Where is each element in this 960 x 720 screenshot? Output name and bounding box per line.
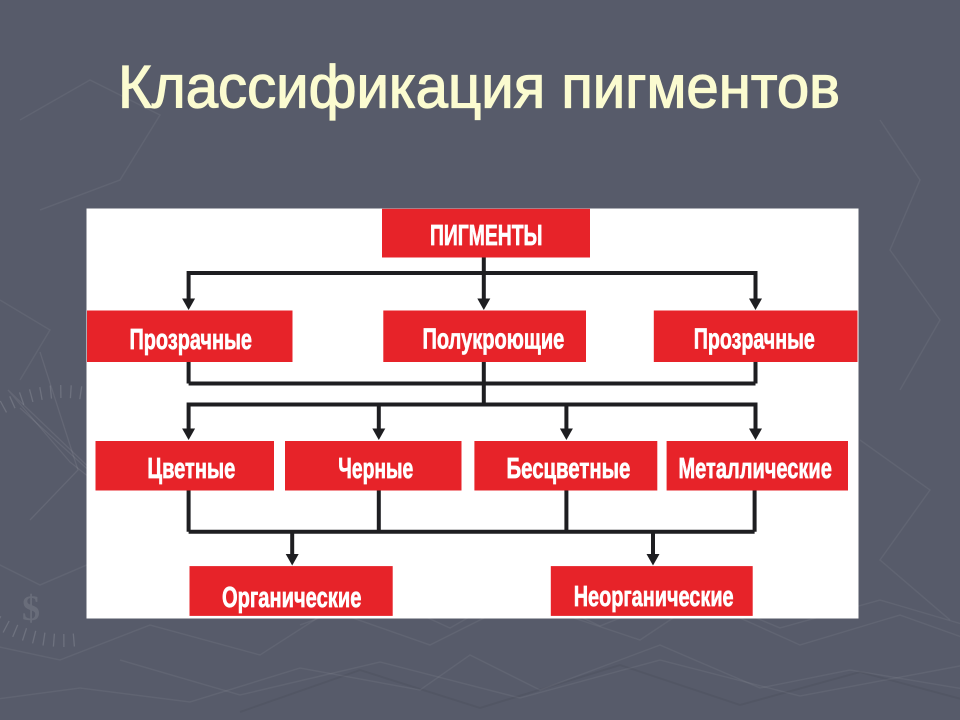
svg-text:Органические: Органические [222, 583, 361, 614]
svg-text:Черные: Черные [338, 453, 413, 485]
svg-text:Неорганические: Неорганические [574, 582, 734, 613]
svg-text:Прозрачные: Прозрачные [694, 324, 815, 355]
svg-text:Полукроющие: Полукроющие [423, 324, 565, 355]
svg-text:Бесцветные: Бесцветные [507, 454, 631, 485]
svg-text:Классификация пигментов: Классификация пигментов [118, 53, 840, 120]
svg-text:ПИГМЕНТЫ: ПИГМЕНТЫ [430, 220, 542, 252]
svg-text:$: $ [22, 588, 40, 628]
svg-text:Прозрачные: Прозрачные [130, 325, 253, 356]
svg-text:Цветные: Цветные [147, 454, 235, 485]
svg-text:Металлические: Металлические [679, 454, 832, 485]
